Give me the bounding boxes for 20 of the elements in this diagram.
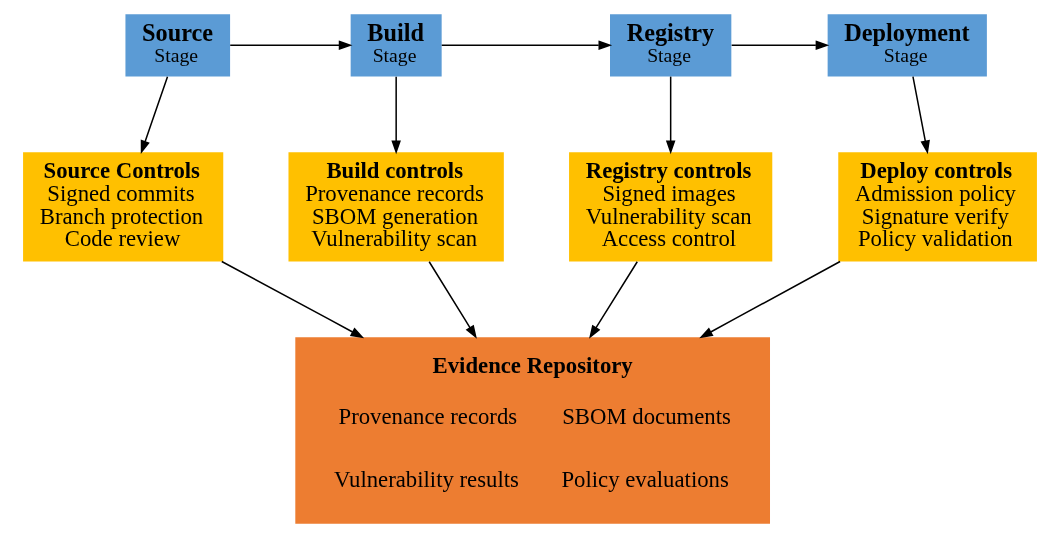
arrow — [140, 75, 169, 155]
node-box: Registry Stage — [610, 14, 732, 77]
node-box: Registry controls Signed images Vulnerability scan Access control — [569, 152, 773, 262]
node-box: Build Stage — [350, 14, 442, 77]
arrow — [391, 75, 401, 155]
arrow — [221, 260, 365, 339]
node-box: Evidence Repository Provenance records SBOM documents Vulnerability results Policy evaluations — [295, 337, 770, 524]
node-box: Deploy controls Admission policy Signature verify Policy validation — [838, 152, 1037, 262]
arrow — [730, 40, 830, 51]
arrow — [912, 75, 930, 155]
arrow — [428, 261, 477, 339]
node-box: Source Stage — [125, 14, 231, 77]
arrow — [229, 40, 353, 51]
arrow — [589, 261, 638, 339]
arrow — [440, 40, 613, 51]
arrow — [665, 75, 676, 155]
arrow — [699, 260, 841, 339]
node-box: Build controls Provenance records SBOM generation Vulnerability scan — [288, 152, 504, 262]
node-box: Deployment Stage — [827, 14, 987, 77]
node-box: Source Controls Signed commits Branch protection Code review — [23, 152, 224, 262]
